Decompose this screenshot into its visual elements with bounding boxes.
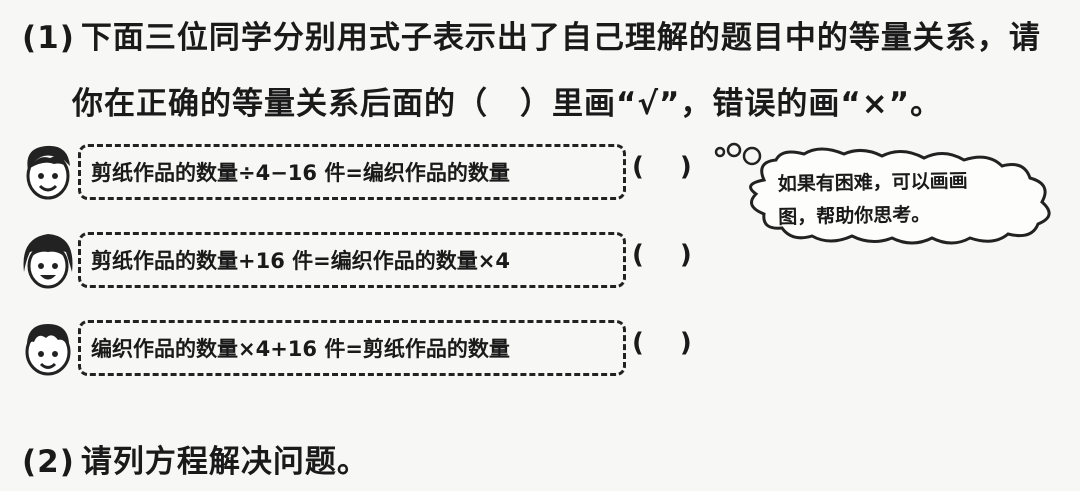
student-face-boy-icon: [26, 145, 71, 200]
student-face-boy2-icon: [25, 324, 71, 376]
thought-cloud-icon: [714, 142, 1051, 245]
answer-blank-1[interactable]: (): [632, 152, 692, 182]
equation-row-3: 编织作品的数量×4+16 件=剪纸作品的数量 (): [18, 316, 718, 382]
answer-blank-3[interactable]: (): [632, 328, 692, 358]
equation-box-1: 剪纸作品的数量÷4−16 件=编织作品的数量: [78, 144, 626, 200]
question-2: (2)请列方程解决问题。: [22, 436, 369, 481]
hint-line-2: 图，帮助你思考。: [778, 203, 931, 229]
question-2-number: (2): [22, 444, 75, 480]
question-1-line-2: 你在正确的等量关系后面的（ ）里画“√”，错误的画“×”。: [72, 86, 943, 122]
answer-blank-2[interactable]: (): [632, 240, 692, 270]
question-1-number: (1): [22, 20, 75, 56]
equation-box-2: 剪纸作品的数量+16 件=编织作品的数量×4: [78, 232, 626, 288]
question-1-text-line-1: 下面三位同学分别用式子表示出了自己理解的题目中的等量关系，请: [80, 20, 1041, 56]
hint-text: 如果有困难，可以画画 图，帮助你思考。: [777, 164, 1048, 235]
equation-row-2: 剪纸作品的数量+16 件=编织作品的数量×4 (): [18, 228, 718, 294]
question-1-line-1: (1)下面三位同学分别用式子表示出了自己理解的题目中的等量关系，请: [22, 12, 1041, 57]
equation-box-3: 编织作品的数量×4+16 件=剪纸作品的数量: [78, 320, 626, 376]
question-2-text: 请列方程解决问题。: [80, 444, 369, 480]
student-face-girl-icon: [23, 234, 73, 289]
equation-row-1: 剪纸作品的数量÷4−16 件=编织作品的数量 (): [18, 140, 718, 206]
hint-line-1: 如果有困难，可以画画: [777, 170, 968, 196]
